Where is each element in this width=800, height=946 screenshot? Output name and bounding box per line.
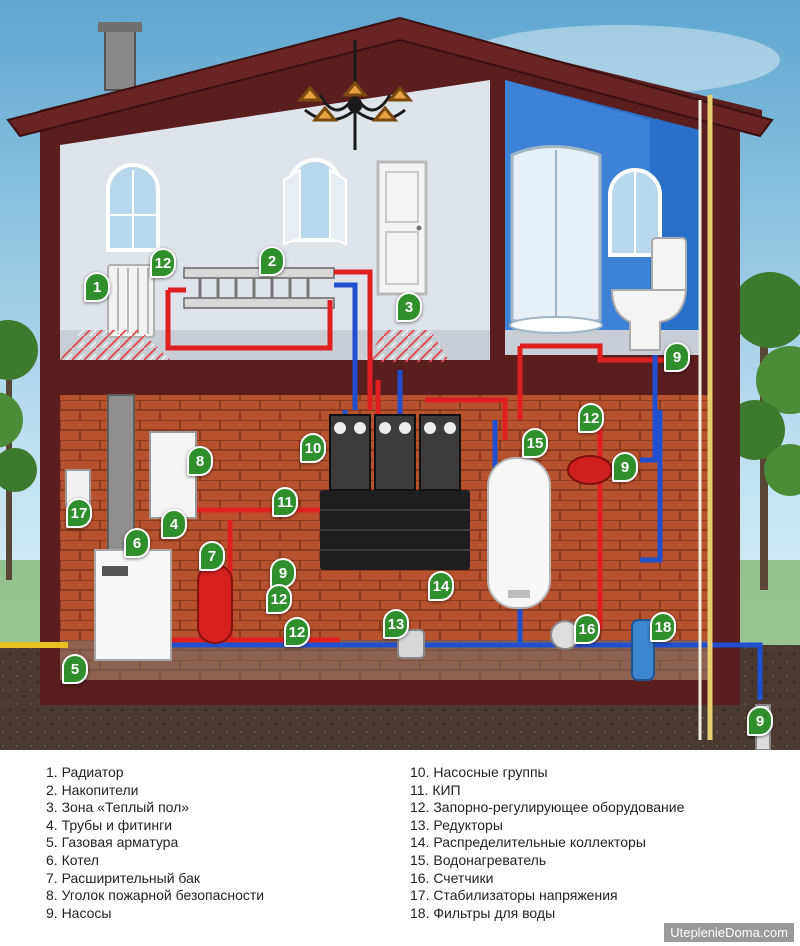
legend-item: 18. Фильтры для воды: [410, 905, 684, 923]
legend-item: 16. Счетчики: [410, 870, 684, 888]
badge-9: 9: [612, 452, 638, 482]
legend-item: 9. Насосы: [46, 905, 264, 923]
badge-3: 3: [396, 292, 422, 322]
legend-item: 1. Радиатор: [46, 764, 264, 782]
badge-10: 10: [300, 433, 326, 463]
badge-2: 2: [259, 246, 285, 276]
legend-column-left: 1. Радиатор 2. Накопители 3. Зона «Теплы…: [46, 764, 264, 922]
badge-9: 9: [747, 706, 773, 736]
badge-11: 11: [272, 487, 298, 517]
badge-9: 9: [270, 558, 296, 588]
legend-item: 12. Запорно-регулирующее оборудование: [410, 799, 684, 817]
badge-18: 18: [650, 612, 676, 642]
badge-17: 17: [66, 498, 92, 528]
legend-item: 6. Котел: [46, 852, 264, 870]
radiator-icon: [108, 265, 154, 337]
shower-cabin-icon: [510, 147, 602, 334]
legend-item: 2. Накопители: [46, 782, 264, 800]
legend-item: 15. Водонагреватель: [410, 852, 684, 870]
window-icon: [108, 165, 158, 250]
badge-14: 14: [428, 571, 454, 601]
legend-item: 3. Зона «Теплый пол»: [46, 799, 264, 817]
badge-9: 9: [664, 342, 690, 372]
legend-item: 5. Газовая арматура: [46, 834, 264, 852]
badge-15: 15: [522, 428, 548, 458]
badge-12: 12: [150, 248, 176, 278]
legend-item: 4. Трубы и фитинги: [46, 817, 264, 835]
badge-1: 1: [84, 272, 110, 302]
legend-item: 14. Распределительные коллекторы: [410, 834, 684, 852]
legend-item: 7. Расширительный бак: [46, 870, 264, 888]
legend-item: 8. Уголок пожарной безопасности: [46, 887, 264, 905]
watermark: UteplenieDoma.com: [664, 923, 794, 942]
water-heater-icon: [488, 458, 550, 608]
door-icon: [378, 162, 426, 294]
pump-groups: [330, 415, 460, 490]
boiler-icon: [95, 550, 171, 660]
legend-item: 10. Насосные группы: [410, 764, 684, 782]
window-icon: [284, 160, 346, 244]
badge-7: 7: [199, 541, 225, 571]
badge-12: 12: [284, 617, 310, 647]
chimney: [105, 30, 135, 90]
house-diagram: 1 2 3 4 5 6 7 8 9 9 9 9 10 11 12 12 12 1…: [0, 0, 800, 750]
legend: 1. Радиатор 2. Накопители 3. Зона «Теплы…: [0, 750, 800, 946]
legend-column-right: 10. Насосные группы 11. КИП 12. Запорно-…: [410, 764, 684, 922]
badge-12: 12: [578, 403, 604, 433]
legend-item: 17. Стабилизаторы напряжения: [410, 887, 684, 905]
badge-8: 8: [187, 446, 213, 476]
badge-12: 12: [266, 584, 292, 614]
badge-13: 13: [383, 609, 409, 639]
badge-4: 4: [161, 509, 187, 539]
badge-5: 5: [62, 654, 88, 684]
badge-16: 16: [574, 614, 600, 644]
legend-item: 13. Редукторы: [410, 817, 684, 835]
legend-item: 11. КИП: [410, 782, 684, 800]
badge-6: 6: [124, 528, 150, 558]
